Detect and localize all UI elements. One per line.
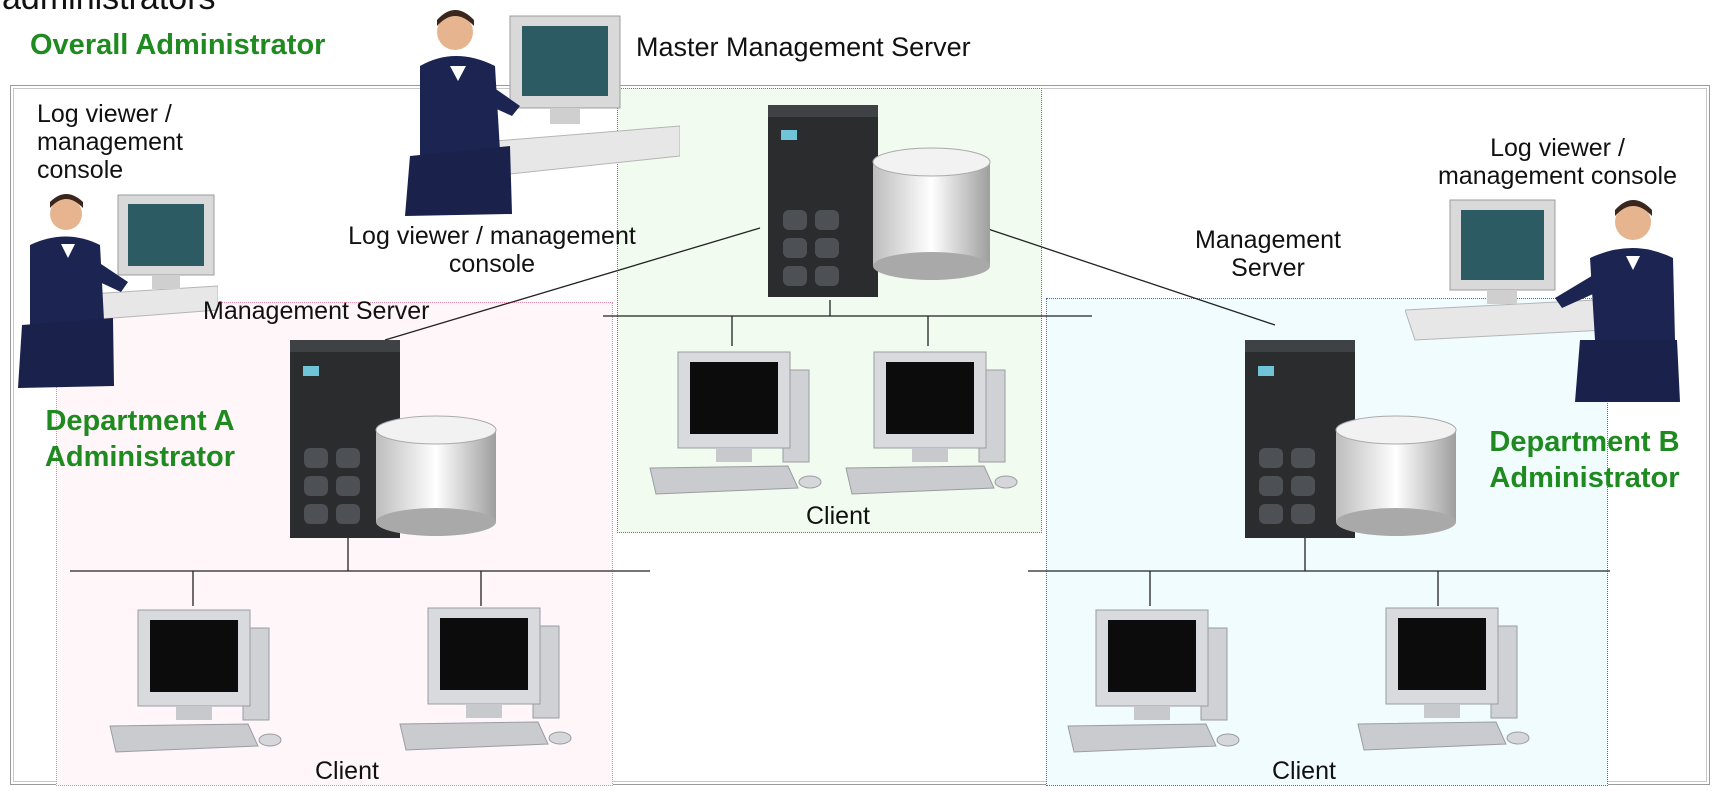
- client-pc-icon: [1066, 606, 1241, 754]
- left-console-line-3: console: [37, 156, 124, 184]
- client-pc-icon: [648, 348, 823, 496]
- dept-b-server-line-2: Server: [1231, 254, 1305, 282]
- dept-a-client-label: Client: [315, 757, 379, 785]
- dept-a-server-icon: [288, 338, 513, 543]
- dept-b-administrator-icon: [1404, 190, 1685, 405]
- master-client-label: Client: [806, 502, 870, 530]
- master-server-icon: [763, 100, 995, 305]
- dept-a-admin-line-1: Department A: [45, 405, 235, 437]
- dept-b-server-label: Management Server: [1168, 226, 1368, 282]
- client-pc-icon: [398, 604, 573, 752]
- dept-b-admin-line-2: Administrator: [1489, 462, 1680, 494]
- client-pc-icon: [1356, 604, 1531, 752]
- dept-b-server-line-1: Management: [1195, 226, 1341, 254]
- dept-a-server-label: Management Server: [203, 297, 430, 325]
- center-console-label: Log viewer / management console: [302, 222, 682, 278]
- dept-a-administrator-label: Department A Administrator: [0, 403, 280, 475]
- overall-administrator-icon: [400, 6, 681, 218]
- dept-a-administrator-icon: [18, 190, 219, 390]
- overall-administrator-label: Overall Administrator: [30, 29, 326, 61]
- right-console-line-2: management console: [1437, 162, 1678, 190]
- master-server-label: Master Management Server: [636, 32, 971, 62]
- dept-b-client-label: Client: [1272, 757, 1336, 785]
- center-console-line-2: console: [448, 250, 536, 278]
- diagram-heading: administrators: [2, 0, 216, 18]
- client-pc-icon: [844, 348, 1019, 496]
- left-console-label: Log viewer / management console: [37, 100, 183, 184]
- dept-b-admin-line-1: Department B: [1489, 426, 1680, 458]
- dept-b-server-icon: [1243, 338, 1468, 543]
- diagram-frame: [10, 85, 1710, 785]
- right-console-label: Log viewer / management console: [1400, 134, 1715, 190]
- right-console-line-1: Log viewer /: [1490, 134, 1625, 162]
- dept-b-administrator-label: Department B Administrator: [1450, 424, 1719, 496]
- client-pc-icon: [108, 606, 283, 754]
- center-console-line-1: Log viewer / management: [348, 222, 636, 250]
- left-console-line-1: Log viewer /: [37, 100, 172, 128]
- dept-a-admin-line-2: Administrator: [44, 441, 236, 473]
- left-console-line-2: management: [37, 128, 183, 156]
